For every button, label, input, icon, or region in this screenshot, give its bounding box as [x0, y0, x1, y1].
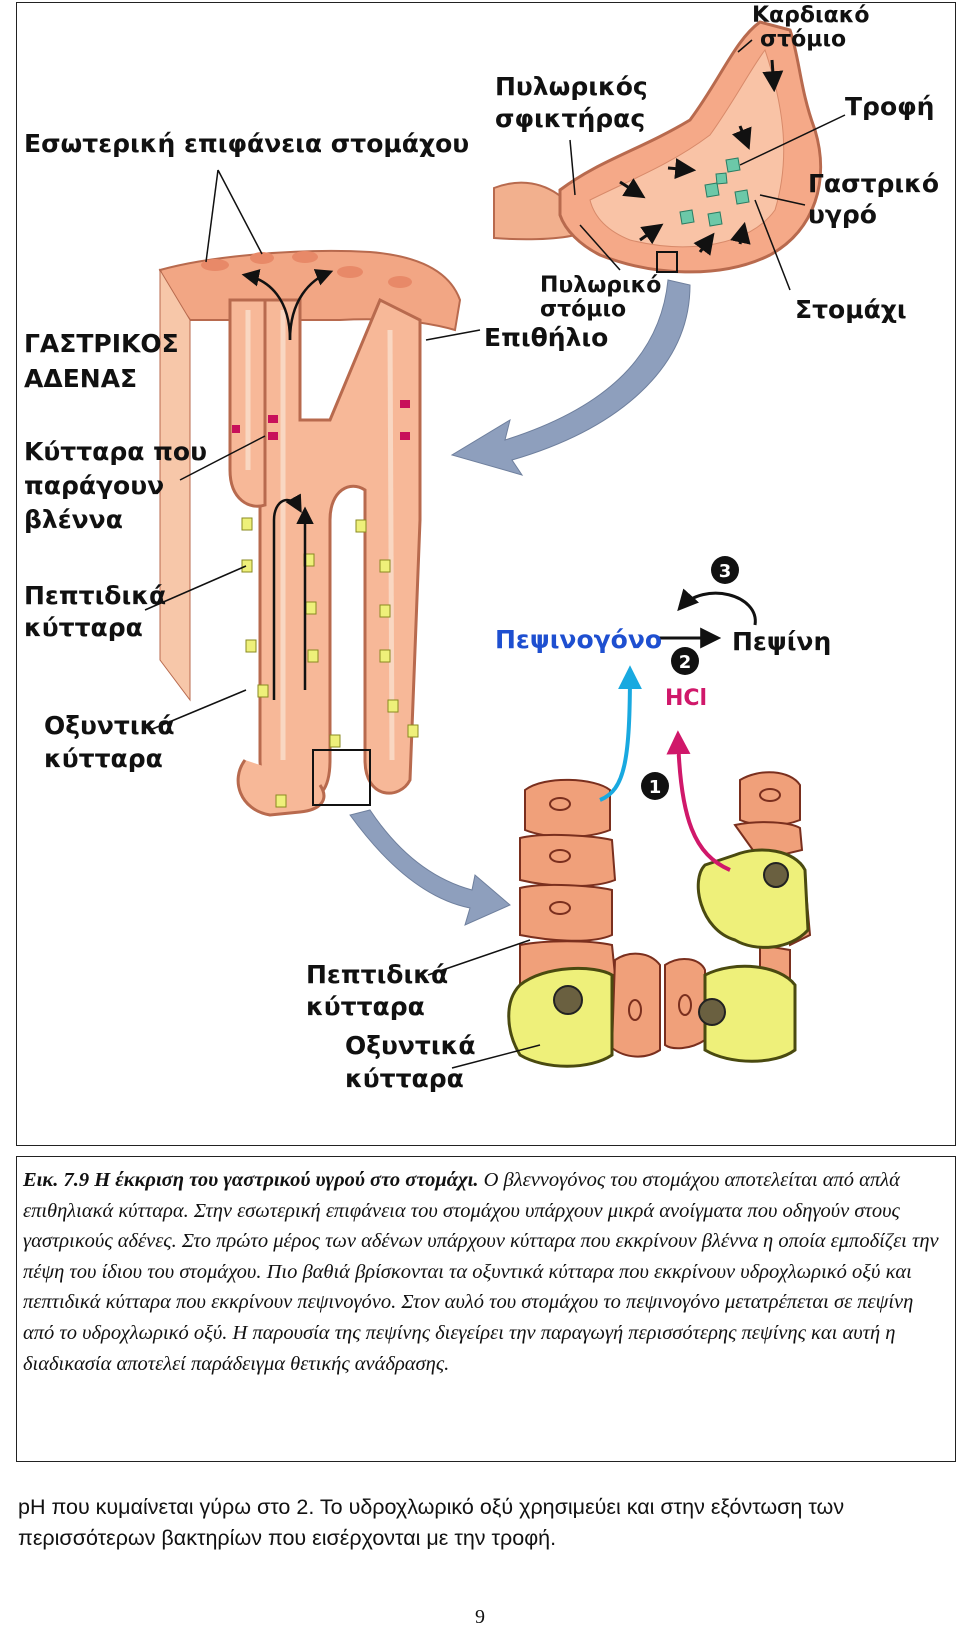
step-2-badge: [671, 647, 699, 675]
cell-zoom-illustration: [427, 556, 812, 1069]
step-1-number: 1: [649, 777, 662, 798]
gland-lumen: [245, 310, 395, 761]
peptic-nuclei: [549, 788, 781, 1021]
label-pyloric-sphincter-line2: σφικτήρας: [495, 104, 645, 133]
label-oxyntic-zoom-line2: κύτταρα: [345, 1064, 464, 1093]
label-pyloric-opening-line2: στόμιο: [540, 297, 626, 322]
label-cardiac-line1: Καρδιακό: [752, 3, 869, 28]
label-oxyntic-zoom-line1: Οξυντικά: [345, 1031, 476, 1060]
stomach-illustration: [493, 20, 846, 291]
label-pepsinogen: Πεψινογόνο: [495, 625, 662, 654]
label-gland-line2: ΑΔΕΝΑΣ: [24, 364, 137, 393]
pepsinogen-arrow: [599, 665, 642, 802]
label-mucus-line1: Κύτταρα που: [24, 437, 207, 466]
mucosa-side: [159, 268, 191, 702]
label-inner-surface: Εσωτερική επιφάνεια στομάχου: [24, 129, 469, 158]
label-mucus-line3: βλέννα: [24, 505, 123, 534]
step-3-badge: [711, 556, 739, 584]
label-mucus-line2: παράγουν: [24, 471, 164, 500]
surface-pits: [201, 251, 412, 288]
gastric-secretion-figure: Εσωτερική επιφάνεια στομάχου ΓΑΣΤΡΙΚΟΣ Α…: [24, 3, 939, 1093]
gland-flow-arrows: [241, 269, 334, 700]
gland-label-lines: [144, 169, 481, 731]
oxyntic-cells: [241, 517, 419, 808]
caption-body: Ο βλεννογόνος του στομάχου αποτελείται α…: [23, 1169, 939, 1375]
figure-caption: Εικ. 7.9 Η έκκριση του γαστρικού υγρού σ…: [16, 1156, 956, 1462]
label-peptic-zoom-line2: κύτταρα: [306, 992, 425, 1021]
stomach-label-lines: [569, 39, 846, 291]
stomach-arrows: [619, 59, 784, 256]
step-1-badge: [641, 772, 669, 800]
gastric-gland-illustration: [144, 169, 481, 817]
caption-head: Εικ. 7.9 Η έκκριση του γαστρικού υγρού σ…: [23, 1169, 479, 1191]
label-stomach: Στομάχι: [795, 295, 907, 324]
label-peptic-line2: κύτταρα: [24, 613, 143, 642]
food-particles: [679, 157, 750, 227]
zoom-square-stomach: [656, 251, 678, 273]
label-oxyntic-line2: κύτταρα: [44, 744, 163, 773]
label-cardiac-line2: στόμιο: [760, 27, 846, 52]
label-gland-line1: ΓΑΣΤΡΙΚΟΣ: [24, 329, 179, 358]
hcl-arrow: [666, 730, 731, 872]
zoom-square-gland: [312, 749, 371, 806]
label-gastric-line2: υγρό: [808, 200, 877, 229]
zoom-arrow-gland-to-cells: [349, 809, 511, 926]
label-gastric-line1: Γαστρικό: [808, 169, 939, 198]
label-pepsin: Πεψίνη: [732, 627, 831, 656]
feedback-arrow: [677, 588, 757, 626]
label-food: Τροφή: [845, 92, 934, 121]
label-pyloric-sphincter-line1: Πυλωρικός: [495, 72, 648, 101]
label-epithelium: Επιθήλιο: [484, 323, 608, 352]
step-2-number: 2: [679, 652, 692, 673]
mucus-cells: [232, 400, 410, 440]
cell-nuclei: [553, 862, 789, 1026]
page-number: 9: [475, 1606, 485, 1628]
body-paragraph: pH που κυμαίνεται γύρω στο 2. Το υδροχλω…: [18, 1495, 845, 1550]
label-pyloric-opening-line1: Πυλωρικό: [540, 273, 661, 298]
label-peptic-zoom-line1: Πεπτιδικά: [306, 960, 448, 989]
cell-label-lines: [427, 939, 541, 1069]
step-3-number: 3: [719, 561, 732, 582]
label-peptic-line1: Πεπτιδικά: [24, 581, 166, 610]
label-hcl: HCl: [665, 686, 707, 711]
zoom-arrow-stomach-to-gland: [450, 279, 691, 476]
label-oxyntic-line1: Οξυντικά: [44, 711, 175, 740]
